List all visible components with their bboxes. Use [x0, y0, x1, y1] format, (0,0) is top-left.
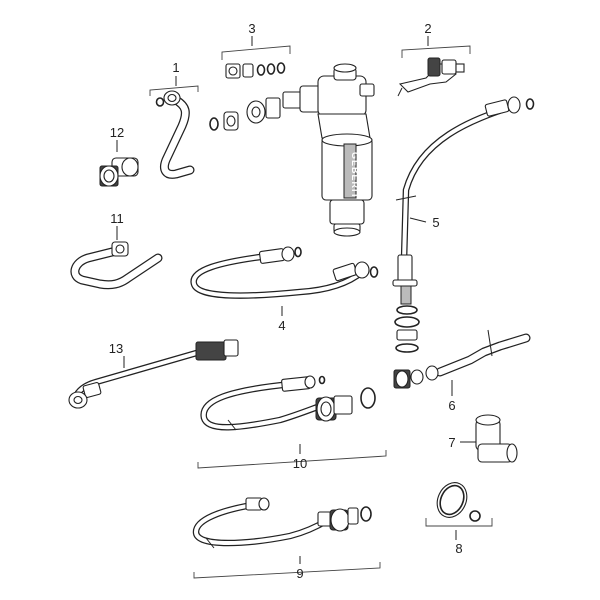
callout-11: 11	[110, 211, 124, 226]
part-9-hose-assembly	[192, 497, 372, 549]
callout-12: 12	[110, 125, 124, 140]
part-6-rigid-pipe	[393, 329, 531, 389]
callout-6: 6	[448, 398, 455, 413]
callout-3: 3	[248, 21, 255, 36]
part-10-hose-assembly	[200, 375, 376, 431]
callout-1: 1	[172, 60, 179, 75]
part-3-fittings-set	[225, 62, 286, 79]
callout-8: 8	[455, 541, 462, 556]
part-1-bent-pipe	[155, 90, 195, 179]
part-7-elbow-fitting	[475, 414, 518, 463]
fill-valve: GEBERIT	[209, 63, 375, 237]
part-12-threaded-adapter	[99, 157, 139, 187]
callout-2: 2	[424, 21, 431, 36]
callout-9: 9	[296, 566, 303, 581]
callout-4: 4	[278, 318, 285, 333]
part-4-braided-hose	[190, 246, 379, 299]
part-8-seal-rings	[436, 482, 481, 522]
callout-13: 13	[109, 341, 123, 356]
part-5-hose-with-mount	[392, 96, 535, 353]
part-13-hose-with-elbow	[68, 339, 239, 409]
part-2-float-clip	[397, 57, 465, 97]
callout-10: 10	[293, 456, 307, 471]
callout-5: 5	[432, 215, 439, 230]
part-11-bent-pipe	[70, 241, 163, 290]
callout-7: 7	[448, 435, 455, 450]
valve-brand-text: GEBERIT	[350, 152, 360, 199]
